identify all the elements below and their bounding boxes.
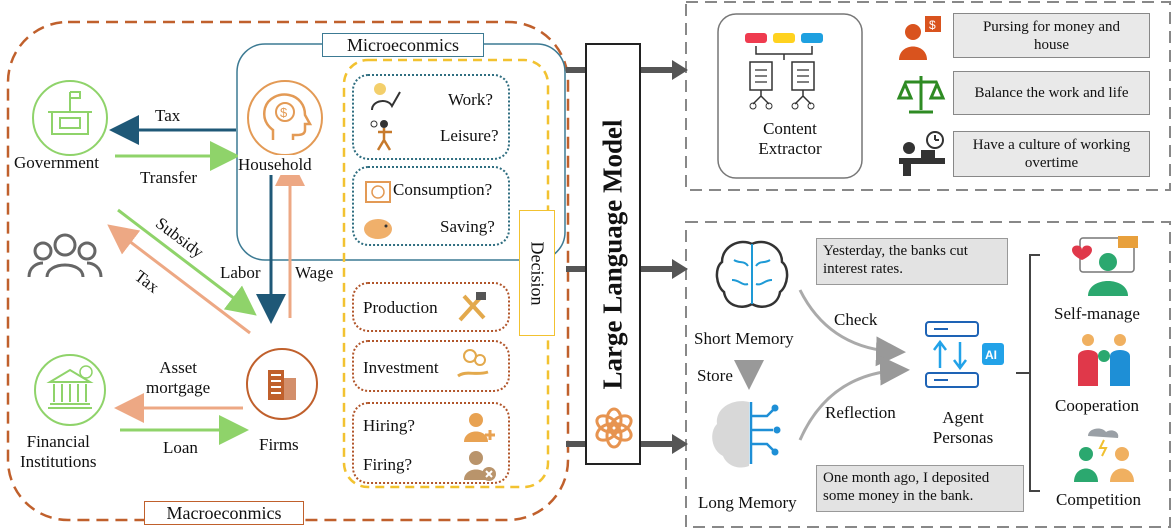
work-leisure-box — [352, 74, 510, 160]
competition-icon — [1074, 428, 1134, 482]
piggy-icon — [364, 219, 392, 239]
micro-title: Microeconmics — [322, 33, 484, 57]
svg-text:AI: AI — [985, 348, 997, 362]
people-icon — [27, 233, 103, 278]
household-head-icon: $ — [247, 80, 323, 156]
production-box — [352, 282, 510, 332]
short-memory-note: Yesterday, the banks cut interest rates. — [816, 238, 1008, 285]
ai-brain-icon — [712, 401, 781, 468]
investment-box — [352, 340, 510, 392]
macro-title: Macroeconmics — [144, 501, 304, 525]
production-label: Production — [363, 298, 438, 317]
self-manage-icon — [1072, 236, 1138, 296]
saving-label: Saving? — [440, 217, 495, 236]
trait-self-manage: Self-manage — [1054, 304, 1140, 323]
long-memory-label: Long Memory — [698, 493, 797, 512]
llm-title: Large Language Model — [597, 119, 628, 389]
cooperation-icon — [1078, 334, 1130, 386]
money-person-icon: $ — [899, 16, 941, 60]
consumption-saving-box — [352, 166, 510, 246]
short-memory-label: Short Memory — [694, 329, 794, 348]
work-label: Work? — [448, 90, 493, 109]
extractor-label: Content Extractor — [758, 119, 822, 158]
llm-title-wrap: Large Language Model — [586, 44, 640, 464]
store-label: Store — [697, 366, 733, 385]
loan-label: Loan — [163, 438, 198, 457]
extractor-box — [717, 13, 863, 179]
llm-box — [585, 43, 641, 465]
overtime-desk-icon — [899, 131, 945, 176]
leisure-icon — [370, 120, 392, 151]
hiring-firing-box — [352, 402, 510, 484]
add-person-icon — [464, 413, 495, 442]
decision-text: Decision — [527, 241, 548, 305]
work-icon — [371, 83, 401, 111]
trait-competition: Competition — [1056, 490, 1141, 509]
government-icon — [32, 80, 108, 156]
svg-text:$: $ — [929, 18, 936, 32]
investment-label: Investment — [363, 358, 439, 377]
firing-label: Firing? — [363, 455, 413, 474]
brain-icon — [715, 240, 789, 308]
reflection-label: Reflection — [825, 403, 896, 422]
agent-personas-label: Agent Personas — [932, 408, 994, 447]
check-label: Check — [834, 310, 878, 329]
consumption-label: Consumption? — [393, 180, 493, 199]
transfer-label: Transfer — [140, 168, 197, 187]
household-label: Household — [238, 155, 312, 175]
memory-panel — [685, 221, 1171, 528]
tax-top-label: Tax — [155, 106, 181, 125]
balance-scale-icon — [896, 76, 946, 114]
government-label: Government — [14, 153, 99, 172]
svg-text:$: $ — [280, 105, 288, 120]
leisure-label: Leisure? — [440, 126, 499, 145]
tools-icon — [458, 292, 486, 322]
openai-logo-icon — [595, 407, 633, 449]
financial-label: Financial Institutions — [20, 432, 97, 471]
wage-label: Wage — [295, 263, 334, 282]
asset-mortgage-label: Asset mortgage — [146, 358, 211, 397]
decision-label: Decision — [519, 210, 555, 336]
extractor-item-1: Pursing for money and house — [953, 13, 1150, 58]
bank-icon — [34, 354, 106, 426]
remove-person-icon — [464, 451, 496, 481]
labor-label: Labor — [220, 263, 261, 282]
extractor-panel — [685, 1, 1171, 191]
extractor-item-2: Balance the work and life — [953, 71, 1150, 115]
hiring-label: Hiring? — [363, 416, 415, 435]
trait-cooperation: Cooperation — [1055, 396, 1140, 415]
extractor-item-3: Have a culture of working overtime — [953, 131, 1150, 177]
firms-icon — [246, 348, 318, 420]
long-memory-note: One month ago, I deposited some money in… — [816, 465, 1024, 512]
firms-label: Firms — [259, 435, 299, 454]
investment-icon — [457, 349, 489, 378]
consumption-icon — [365, 181, 391, 203]
